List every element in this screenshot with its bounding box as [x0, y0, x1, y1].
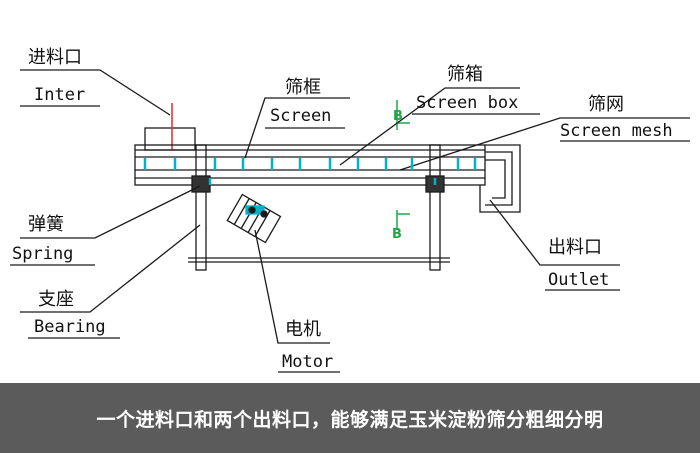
- section-mark-bottom: B: [392, 227, 402, 242]
- screener-diagram: 进料口 Inter 筛框 Screen 筛箱 Screen box 筛网 Scr…: [10, 47, 690, 373]
- label-screen-box-en: Screen box: [416, 93, 518, 113]
- label-screen-cn: 筛框: [285, 77, 321, 98]
- label-screen-mesh-cn: 筛网: [588, 94, 624, 115]
- caption-bar: 一个进料口和两个出料口，能够满足玉米淀粉筛分粗细分明: [0, 383, 700, 453]
- leader-screen-box: [339, 87, 520, 166]
- leader-bearing: [20, 224, 201, 313]
- caption-text: 一个进料口和两个出料口，能够满足玉米淀粉筛分粗细分明: [96, 408, 604, 431]
- left-spring: [191, 175, 211, 193]
- left-support: [195, 144, 207, 271]
- label-motor-cn: 电机: [285, 319, 321, 340]
- section-mark-top: B: [393, 109, 403, 124]
- label-inlet-en: Inter: [34, 85, 85, 105]
- outlet-chute: [479, 144, 521, 213]
- label-screen-en: Screen: [270, 106, 331, 126]
- leader-motor: [254, 229, 330, 344]
- label-bearing-cn: 支座: [38, 289, 74, 310]
- leader-spring: [20, 185, 201, 239]
- label-outlet-en: Outlet: [548, 270, 609, 290]
- motor: [226, 193, 282, 244]
- label-screen-box-cn: 筛箱: [447, 64, 483, 85]
- leader-screen: [244, 97, 350, 159]
- label-inlet-cn: 进料口: [28, 47, 82, 68]
- label-outlet-cn: 出料口: [548, 237, 602, 258]
- inlet-box: [144, 127, 196, 151]
- leader-inlet: [20, 69, 171, 116]
- label-spring-en: Spring: [12, 244, 73, 264]
- label-spring-cn: 弹簧: [28, 214, 64, 235]
- label-bearing-en: Bearing: [34, 317, 106, 337]
- leader-screen-mesh: [399, 117, 690, 171]
- screen-box-frame: [134, 144, 486, 186]
- leader-outlet: [489, 199, 620, 266]
- label-screen-mesh-en: Screen mesh: [560, 121, 673, 141]
- label-motor-en: Motor: [282, 352, 333, 372]
- screen-mesh-markers: [143, 158, 477, 185]
- right-support: [429, 144, 441, 271]
